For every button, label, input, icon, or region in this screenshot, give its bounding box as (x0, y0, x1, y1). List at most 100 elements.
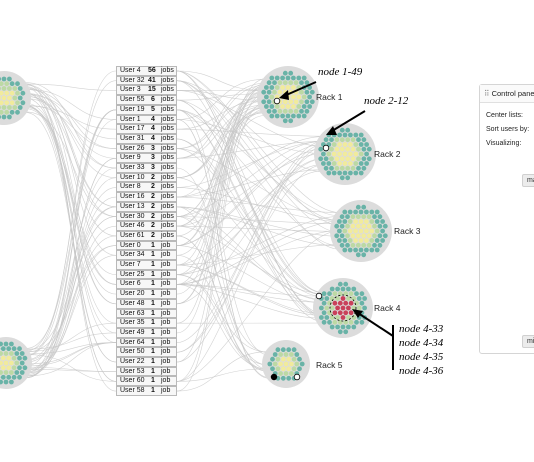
node[interactable] (17, 95, 23, 101)
node[interactable] (353, 142, 359, 147)
node[interactable] (337, 238, 342, 243)
node[interactable] (355, 204, 361, 210)
node[interactable] (329, 286, 335, 292)
node[interactable] (318, 156, 324, 162)
node[interactable] (346, 315, 351, 320)
node[interactable] (323, 156, 329, 162)
node[interactable] (345, 214, 350, 220)
node[interactable] (0, 81, 4, 87)
node[interactable] (372, 214, 377, 220)
node[interactable] (343, 291, 349, 297)
node[interactable] (346, 286, 351, 292)
node[interactable] (339, 127, 345, 133)
node[interactable] (293, 99, 299, 105)
node[interactable] (14, 370, 20, 375)
node[interactable] (364, 219, 369, 224)
node[interactable] (374, 219, 380, 224)
node[interactable] (0, 346, 6, 352)
node[interactable] (321, 291, 327, 297)
node[interactable] (274, 113, 280, 119)
node[interactable] (17, 374, 22, 380)
node[interactable] (364, 247, 369, 253)
node[interactable] (304, 89, 310, 95)
node[interactable] (261, 89, 267, 95)
node[interactable] (285, 104, 291, 109)
node[interactable] (340, 305, 346, 311)
node[interactable] (12, 105, 18, 110)
node[interactable] (358, 132, 364, 138)
node[interactable] (280, 113, 285, 119)
node[interactable] (339, 146, 345, 152)
node[interactable] (22, 365, 28, 371)
node[interactable] (332, 319, 338, 325)
node[interactable] (6, 346, 12, 352)
node[interactable] (335, 305, 340, 311)
node[interactable] (4, 90, 10, 96)
node[interactable] (343, 310, 349, 316)
node[interactable] (277, 89, 283, 95)
node[interactable] (11, 374, 17, 380)
node[interactable] (0, 341, 3, 347)
node[interactable] (283, 352, 289, 357)
node[interactable] (289, 361, 294, 367)
node[interactable] (0, 360, 3, 366)
node[interactable] (337, 329, 343, 335)
node[interactable] (366, 156, 372, 162)
node-highlight[interactable] (293, 373, 301, 381)
node[interactable] (380, 219, 385, 224)
node[interactable] (358, 247, 364, 253)
node[interactable] (337, 228, 342, 234)
node[interactable] (355, 242, 361, 248)
node[interactable] (350, 165, 356, 171)
node[interactable] (293, 108, 299, 114)
node[interactable] (14, 351, 20, 356)
node[interactable] (329, 315, 335, 320)
node[interactable] (318, 146, 324, 152)
node[interactable] (334, 146, 340, 152)
node[interactable] (340, 286, 346, 292)
node[interactable] (288, 80, 294, 86)
node[interactable] (337, 291, 343, 297)
node[interactable] (355, 214, 361, 220)
node[interactable] (15, 109, 20, 115)
node[interactable] (326, 170, 332, 176)
node[interactable] (364, 161, 369, 166)
node[interactable] (319, 305, 324, 311)
node[interactable] (350, 137, 356, 143)
node[interactable] (9, 360, 14, 366)
node[interactable] (337, 281, 343, 287)
node[interactable] (272, 361, 278, 367)
node[interactable] (15, 90, 20, 96)
node[interactable] (6, 86, 12, 91)
node[interactable] (342, 209, 348, 215)
node[interactable] (282, 118, 288, 124)
node[interactable] (339, 156, 345, 162)
rack-7[interactable] (0, 337, 32, 389)
node[interactable] (342, 170, 348, 176)
node[interactable] (351, 324, 357, 330)
node[interactable] (264, 85, 269, 90)
node[interactable] (22, 355, 28, 361)
node[interactable] (9, 81, 15, 87)
node[interactable] (269, 94, 275, 100)
node[interactable] (266, 80, 272, 86)
node[interactable] (356, 165, 361, 171)
node[interactable] (329, 156, 334, 162)
node[interactable] (3, 341, 9, 347)
node[interactable] (277, 80, 283, 86)
node[interactable] (272, 352, 278, 357)
node[interactable] (6, 374, 12, 380)
node[interactable] (366, 223, 372, 229)
node[interactable] (361, 137, 367, 143)
node[interactable] (12, 95, 18, 101)
node[interactable] (17, 355, 22, 361)
node[interactable] (335, 286, 340, 292)
node[interactable] (304, 80, 310, 86)
node[interactable] (296, 75, 302, 81)
node[interactable] (343, 319, 349, 325)
